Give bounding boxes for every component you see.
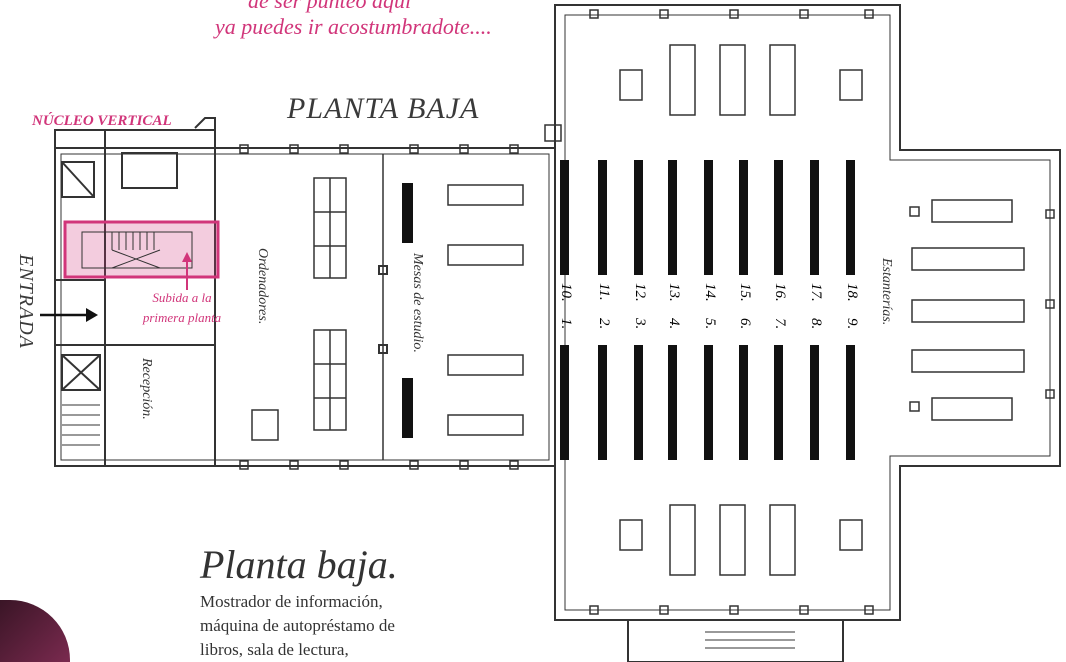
- shelf-number-bottom: 2.: [596, 318, 612, 329]
- computers-label: Ordenadores.: [255, 248, 270, 325]
- header-note-line2: ya puedes ir acostumbradote....: [215, 14, 492, 39]
- shelves-label: Estanterías.: [879, 258, 894, 326]
- shelf-number-top: 11.: [596, 283, 612, 301]
- stair-note: Subida a la primera planta: [127, 288, 237, 328]
- shelf-number-bottom: 6.: [737, 318, 753, 329]
- shelf-number-top: 10.: [558, 283, 574, 302]
- reading-table: [619, 519, 643, 551]
- shelf-number-bottom: 7.: [772, 318, 788, 329]
- shelf-bottom: [668, 345, 677, 460]
- shelf-top: [704, 160, 713, 275]
- shelf-top: [774, 160, 783, 275]
- reading-table: [719, 44, 746, 116]
- study-tables-label: Mesas de estudio.: [410, 253, 425, 353]
- shelf-bottom: [598, 345, 607, 460]
- shelf-number-bottom: 5.: [702, 318, 718, 329]
- shelf-bottom: [634, 345, 643, 460]
- elevator: [61, 161, 95, 198]
- reading-table: [669, 44, 696, 116]
- study-table-4: [447, 414, 524, 436]
- reading-table: [931, 199, 1013, 223]
- reading-table: [911, 349, 1025, 373]
- study-table-2: [447, 244, 524, 266]
- reading-table: [911, 299, 1025, 323]
- shelf-top: [560, 160, 569, 275]
- caption-line3: libros, sala de lectura,: [200, 640, 349, 659]
- caption-description: Mostrador de información, máquina de aut…: [200, 590, 500, 662]
- caption-line2: máquina de autopréstamo de: [200, 616, 395, 635]
- shelf-bottom: [704, 345, 713, 460]
- core-walls: [54, 129, 216, 467]
- study-table-3: [447, 354, 524, 376]
- shelf-top: [634, 160, 643, 275]
- reading-table: [669, 504, 696, 576]
- shelf-number-top: 15.: [737, 283, 753, 302]
- shelf-top: [668, 160, 677, 275]
- study-partition-top: [402, 183, 413, 243]
- shelf-number-top: 18.: [844, 283, 860, 302]
- shelf-top: [810, 160, 819, 275]
- entrance-label: ENTRADA: [14, 254, 37, 349]
- shelf-number-top: 14.: [702, 283, 718, 302]
- shelf-number-bottom: 4.: [666, 318, 682, 329]
- study-partition-bottom: [402, 378, 413, 438]
- shelf-top: [846, 160, 855, 275]
- shelf-number-top: 17.: [808, 283, 824, 302]
- header-note-line1: de ser punteo aqui: [248, 0, 412, 13]
- shelf-top: [739, 160, 748, 275]
- reading-table: [619, 69, 643, 101]
- stair-highlight: [63, 220, 220, 279]
- shelf-top: [598, 160, 607, 275]
- shelf-number-top: 12.: [632, 283, 648, 302]
- shelf-number-bottom: 3.: [632, 317, 648, 329]
- reading-table: [911, 247, 1025, 271]
- reading-table: [769, 504, 796, 576]
- reading-table: [931, 397, 1013, 421]
- plan-title: PLANTA BAJA: [287, 92, 480, 125]
- study-table-1: [447, 184, 524, 206]
- shelves: [560, 160, 855, 460]
- shelf-bottom: [560, 345, 569, 460]
- shelf-bottom: [739, 345, 748, 460]
- shelf-number-bottom: 1.: [558, 318, 574, 329]
- reading-table: [839, 69, 863, 101]
- shelf-number-bottom: 8.: [808, 318, 824, 329]
- stair-note-line1: Subida a la: [152, 290, 212, 305]
- shelf-number-bottom: 9.: [844, 318, 860, 329]
- stair-note-line2: primera planta: [142, 310, 222, 325]
- reading-table: [769, 44, 796, 116]
- shelf-number-top: 16.: [772, 283, 788, 302]
- shelf-number-top: 13.: [666, 283, 682, 302]
- shelf-bottom: [846, 345, 855, 460]
- nucleo-vertical-label: NÚCLEO VERTICAL: [32, 113, 172, 129]
- reading-table: [839, 519, 863, 551]
- reception-label: Recepción.: [139, 358, 154, 420]
- caption-line1: Mostrador de información,: [200, 592, 383, 611]
- shelf-bottom: [774, 345, 783, 460]
- reading-table: [719, 504, 746, 576]
- caption-title: Planta baja.: [200, 542, 398, 587]
- bottom-steps: [627, 619, 844, 662]
- reading-room-walls: [554, 4, 1061, 621]
- shelf-bottom: [810, 345, 819, 460]
